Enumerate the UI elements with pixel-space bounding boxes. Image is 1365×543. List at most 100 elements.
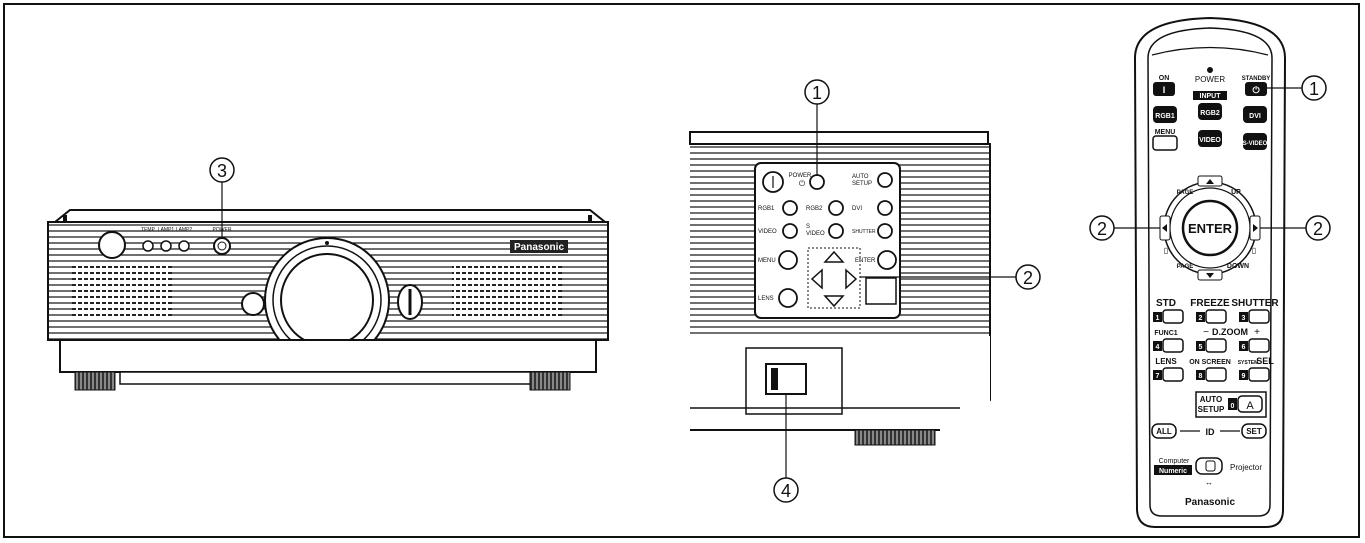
svg-text:LENS: LENS [758, 296, 774, 302]
remote-dvi-button[interactable] [1243, 106, 1267, 123]
svg-text:FUNC1: FUNC1 [1154, 330, 1177, 337]
svg-text:RGB1: RGB1 [1155, 113, 1175, 120]
callout-3: 3 [209, 157, 235, 238]
svg-text:SETUP: SETUP [852, 181, 872, 187]
rgb1-button[interactable] [782, 200, 798, 216]
svg-text:ENTER: ENTER [855, 258, 876, 264]
svg-text:Computer: Computer [1159, 458, 1190, 465]
remote-enter-button[interactable] [1181, 199, 1239, 257]
svg-text:4: 4 [1156, 344, 1160, 351]
ir-receiver-panel [865, 277, 897, 305]
svg-text:ID: ID [1206, 427, 1216, 437]
svg-text:ON: ON [1159, 75, 1170, 82]
svg-text:2: 2 [1199, 315, 1203, 322]
remote-video-button[interactable] [1198, 130, 1222, 147]
svg-text:7: 7 [1156, 373, 1160, 380]
remote-dzoom-minus-button[interactable] [1205, 338, 1227, 353]
remote-on-screen-button[interactable] [1205, 367, 1227, 382]
callout-2-panel: 2 [860, 264, 1041, 290]
video-button[interactable] [782, 223, 798, 239]
s-video-button[interactable] [828, 223, 844, 239]
svg-text:+: + [1254, 327, 1260, 338]
rgb2-button[interactable] [828, 200, 844, 216]
remote-freeze-button[interactable] [1205, 309, 1227, 324]
svg-text:INPUT: INPUT [1200, 93, 1222, 100]
svg-text:1: 1 [1156, 315, 1160, 322]
svg-text:Projector: Projector [1230, 463, 1262, 472]
svg-text:3: 3 [1242, 315, 1246, 322]
svg-text:DVI: DVI [1249, 113, 1261, 120]
down-arrow-button[interactable] [823, 295, 845, 308]
right-arrow-button[interactable] [845, 268, 858, 290]
remote-on-button[interactable] [1153, 82, 1175, 96]
svg-text:▯: ▯ [1164, 246, 1168, 255]
svg-text:2: 2 [1313, 219, 1323, 239]
svg-text:MENU: MENU [758, 258, 776, 264]
svg-text:SHUTTER: SHUTTER [852, 229, 876, 235]
remote-id-all-button[interactable] [1151, 423, 1177, 439]
svg-text:8: 8 [1199, 373, 1203, 380]
remote-s-video-button[interactable] [1243, 133, 1267, 150]
svg-text:STD: STD [1156, 298, 1176, 309]
remote-func1-button[interactable] [1162, 338, 1184, 353]
up-arrow-button[interactable] [823, 250, 845, 263]
svg-text:LENS: LENS [1155, 357, 1177, 366]
svg-text:−: − [1203, 327, 1209, 338]
remote-standby-button[interactable] [1245, 82, 1267, 96]
projector-side-view [689, 131, 991, 446]
left-arrow-button[interactable] [810, 268, 823, 290]
remote-control: ON I POWER STANDBY ⏻ INPUT RGB1 RGB2 DVI… [1133, 16, 1287, 528]
standby-button[interactable] [809, 174, 825, 190]
svg-text:A: A [1246, 400, 1254, 412]
enter-button[interactable] [877, 250, 897, 270]
projector-brand-logo: Panasonic [514, 242, 564, 253]
svg-text:D.ZOOM: D.ZOOM [1212, 327, 1248, 337]
svg-text:2: 2 [1097, 219, 1107, 239]
remote-rgb2-button[interactable] [1198, 103, 1222, 120]
svg-text:PAGE: PAGE [1177, 264, 1194, 270]
arrow-keys-area [807, 247, 861, 309]
callout-2-remote-left: 2 [1089, 215, 1160, 241]
svg-text:1: 1 [1309, 79, 1319, 99]
dvi-button[interactable] [877, 200, 893, 216]
svg-text:VIDEO: VIDEO [758, 229, 777, 235]
svg-text:5: 5 [1199, 344, 1203, 351]
svg-text:SETUP: SETUP [1198, 405, 1225, 414]
svg-text:⏻: ⏻ [799, 179, 806, 188]
svg-text:RGB2: RGB2 [806, 206, 823, 212]
remote-brand-logo: Panasonic [1185, 497, 1235, 508]
ir-receiver-front [241, 292, 265, 316]
remote-auto-setup-button[interactable] [1237, 395, 1263, 413]
svg-text:POWER: POWER [789, 173, 812, 179]
svg-text:FREEZE: FREEZE [1190, 298, 1230, 309]
lens-button[interactable] [778, 288, 798, 308]
shutter-button[interactable] [877, 223, 893, 239]
svg-text:0: 0 [1231, 403, 1235, 410]
remote-id-set-button[interactable] [1241, 423, 1267, 439]
svg-text:RGB2: RGB2 [1200, 110, 1220, 117]
menu-button[interactable] [778, 250, 798, 270]
remote-menu-button[interactable] [1152, 135, 1178, 151]
lamp1-indicator-label: LAMP1 [158, 227, 175, 233]
svg-text:UP: UP [1231, 189, 1241, 196]
remote-rgb1-button[interactable] [1153, 106, 1177, 123]
svg-text:SEL: SEL [1256, 356, 1274, 366]
callout-2-remote-right: 2 [1260, 215, 1331, 241]
svg-text:9: 9 [1242, 373, 1246, 380]
remote-system-sel-button[interactable] [1248, 367, 1270, 382]
svg-text:SYSTEM: SYSTEM [1238, 360, 1259, 366]
auto-setup-button[interactable] [877, 172, 893, 188]
remote-dzoom-plus-button[interactable] [1248, 338, 1270, 353]
svg-text:DOWN: DOWN [1227, 263, 1249, 270]
svg-text:ALL: ALL [1156, 427, 1172, 436]
svg-text:DVI: DVI [852, 206, 862, 212]
lamp2-indicator-label: LAMP2 [176, 227, 193, 233]
projection-lens [280, 253, 374, 347]
remote-lens-button[interactable] [1162, 367, 1184, 382]
svg-text:STANDBY: STANDBY [1242, 76, 1271, 82]
svg-text:POWER: POWER [1195, 75, 1225, 84]
remote-shutter-button[interactable] [1248, 309, 1270, 324]
svg-text:VIDEO: VIDEO [1199, 137, 1221, 144]
remote-std-button[interactable] [1162, 309, 1184, 324]
